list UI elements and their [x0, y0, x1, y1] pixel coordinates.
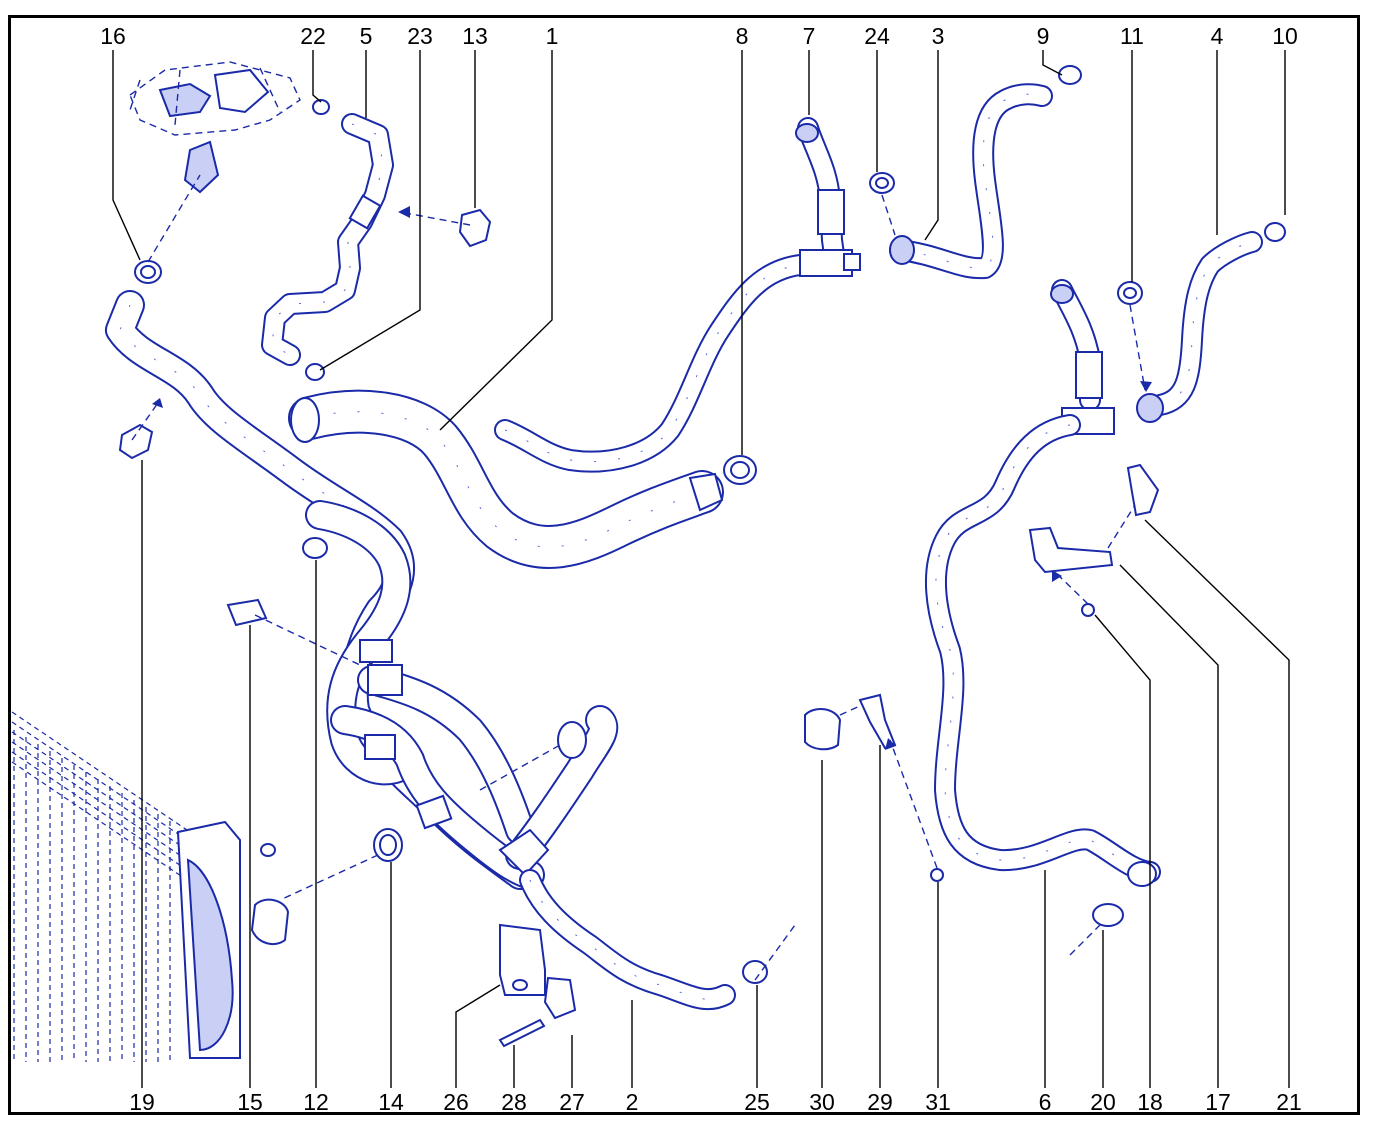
- callout-19: 19: [129, 1089, 155, 1115]
- clamp-9: [1058, 65, 1082, 85]
- hose-1: [288, 389, 724, 569]
- callout-28: 28: [501, 1089, 527, 1115]
- callout-26: 26: [443, 1089, 469, 1115]
- callout-11: 11: [1120, 23, 1144, 49]
- clamp-14: [373, 828, 403, 862]
- clamp-10: [1264, 222, 1286, 242]
- clamp-24: [869, 172, 895, 194]
- callout-14: 14: [378, 1089, 404, 1115]
- radiator-top-line: [11, 711, 191, 833]
- clamp-22: [312, 99, 330, 115]
- bolt-18: [1081, 603, 1095, 617]
- radiator: [11, 711, 290, 1062]
- clamp-12: [302, 537, 328, 559]
- callout-27: 27: [559, 1089, 585, 1115]
- hose-3: [889, 83, 1053, 280]
- junction-hoses: [305, 500, 619, 890]
- callout-2: 2: [626, 1089, 639, 1115]
- clamp-23: [305, 363, 325, 381]
- callout-7: 7: [803, 23, 816, 49]
- bracket-17: [1028, 526, 1114, 574]
- callouts-bottom: 19 15 12 14 26 28 27 2 25 30 29 31 6 20 …: [129, 1089, 1302, 1115]
- callout-31: 31: [925, 1089, 951, 1115]
- clamp-15: [226, 598, 268, 627]
- hose-5: [261, 113, 394, 366]
- radiator-top-line: [11, 721, 191, 843]
- callout-4: 4: [1211, 23, 1224, 49]
- callout-29: 29: [867, 1089, 893, 1115]
- radiator-top-line: [11, 741, 191, 863]
- clamp-20: [1092, 903, 1124, 927]
- hose-4: [1136, 231, 1263, 423]
- radiator-top-line: [11, 761, 191, 883]
- tee-fitting-right: [1050, 279, 1115, 435]
- clip-21: [1126, 463, 1160, 517]
- callout-8: 8: [736, 23, 749, 49]
- clip-27: [543, 976, 577, 1020]
- callout-15: 15: [237, 1089, 263, 1115]
- hose-upper-middle: [494, 254, 811, 473]
- clamp-25: [742, 960, 768, 984]
- clip-30: [804, 708, 842, 751]
- engine-fragment: [129, 61, 301, 194]
- callout-30: 30: [809, 1089, 835, 1115]
- callout-21: 21: [1276, 1089, 1302, 1115]
- callout-3: 3: [932, 23, 945, 49]
- callout-16: 16: [100, 23, 126, 49]
- radiator-top-line: [11, 731, 191, 853]
- clip-19: [118, 423, 154, 460]
- callout-22: 22: [300, 23, 326, 49]
- bolt-31: [930, 868, 944, 882]
- clamp-11: [1117, 281, 1143, 305]
- bolt-28: [498, 1018, 546, 1048]
- clip-13: [458, 208, 492, 248]
- callout-9: 9: [1037, 23, 1050, 49]
- callout-6: 6: [1039, 1089, 1052, 1115]
- callout-23: 23: [407, 23, 433, 49]
- bracket-26: [499, 923, 546, 996]
- clamp-16: [134, 260, 162, 284]
- callout-24: 24: [864, 23, 890, 49]
- callout-18: 18: [1137, 1089, 1163, 1115]
- tee-fitting-7: [795, 117, 861, 277]
- callout-10: 10: [1272, 23, 1298, 49]
- callout-5: 5: [360, 23, 373, 49]
- assembly-lines: [131, 174, 1152, 981]
- callout-12: 12: [303, 1089, 329, 1115]
- callout-13: 13: [462, 23, 488, 49]
- callout-1: 1: [546, 23, 559, 49]
- callouts-top: 16 22 5 23 13 1 8 7 24 3 9 11 4 10: [100, 23, 1298, 49]
- clamp-8: [723, 455, 757, 485]
- hose-6: [925, 414, 1161, 887]
- callout-25: 25: [744, 1089, 770, 1115]
- hose-2: [519, 869, 736, 1011]
- callout-20: 20: [1090, 1089, 1116, 1115]
- radiator-top-line: [11, 751, 191, 873]
- hose-left-main: [105, 290, 535, 890]
- leader-lines: [112, 50, 1290, 1088]
- callout-17: 17: [1205, 1089, 1231, 1115]
